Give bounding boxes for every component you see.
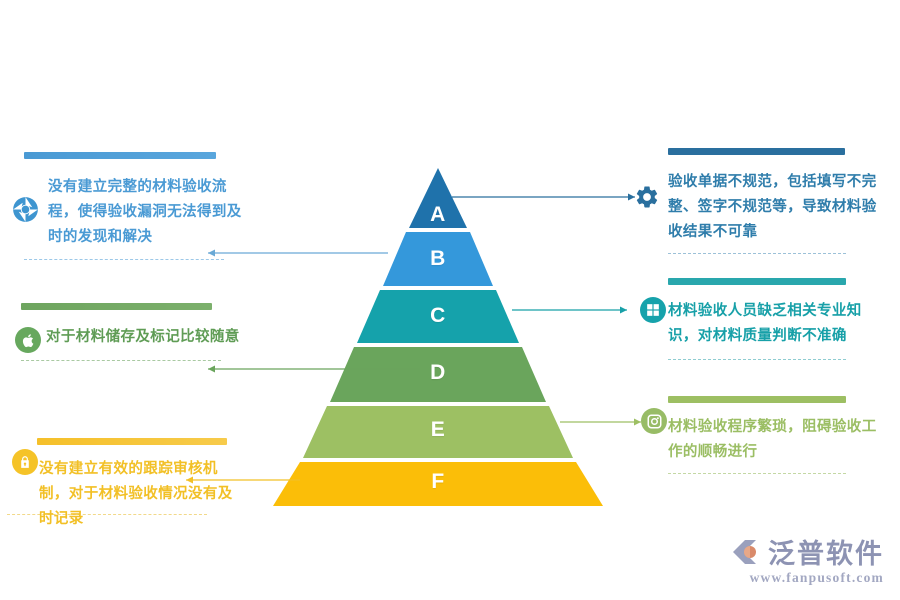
pyramid-label-e: E	[430, 418, 446, 441]
logo-main: 泛普软件	[730, 532, 884, 571]
pyramid-tier-d[interactable]	[330, 347, 546, 402]
pyramid-tier-c[interactable]	[357, 290, 519, 343]
right-block-procedure-divider	[668, 473, 846, 474]
left-block-tracking-text: 没有建立有效的跟踪审核机制，对于材料验收情况没有及时记录	[39, 461, 233, 527]
pyramid-label-b: B	[430, 247, 446, 270]
pyramid-tier-b[interactable]	[383, 232, 493, 286]
left-block-flow-text: 没有建立完整的材料验收流程，使得验收漏洞无法得到及时的发现和解决	[48, 179, 242, 245]
pyramid-label-f: F	[431, 470, 445, 493]
fanpusoft-logo: 泛普软件 www.fanpusoft.com	[730, 532, 884, 586]
pyramid-tier-a[interactable]	[409, 168, 467, 228]
logo-url: www.fanpusoft.com	[749, 570, 884, 585]
pyramid-diagram: A B C D E F	[268, 168, 608, 506]
pyramid-label-d: D	[430, 361, 446, 384]
left-block-tracking: 没有建立有效的跟踪审核机制，对于材料验收情况没有及时记录	[7, 438, 247, 527]
left-block-flow-divider	[24, 259, 224, 260]
camera-instagram-icon	[641, 408, 667, 434]
pyramid-label-c: C	[430, 304, 446, 327]
left-block-storage: 对于材料储存及标记比较随意	[21, 303, 306, 361]
pyramid-svg	[273, 168, 603, 506]
right-block-documents-text: 验收单据不规范，包括填写不完整、签字不规范等，导致材料验收结果不可靠	[668, 174, 877, 240]
pyramid-tier-f[interactable]	[273, 462, 603, 506]
pyramid-tier-e[interactable]	[303, 406, 573, 458]
windows-grid-icon	[640, 297, 666, 323]
lock-icon	[12, 449, 38, 475]
logo-mark-icon	[733, 539, 756, 564]
right-block-procedure-bar	[668, 396, 846, 403]
left-block-flow: 没有建立完整的材料验收流程，使得验收漏洞无法得到及时的发现和解决	[24, 152, 254, 260]
right-block-documents: 验收单据不规范，包括填写不完整、签字不规范等，导致材料验收结果不可靠	[668, 148, 890, 254]
right-block-procedure-text: 材料验收程序繁琐，阻碍验收工作的顺畅进行	[668, 419, 877, 460]
left-block-flow-bar	[24, 152, 216, 159]
right-block-procedure: 材料验收程序繁琐，阻碍验收工作的顺畅进行	[668, 396, 890, 474]
apple-icon	[15, 327, 41, 353]
gear-icon	[634, 184, 660, 215]
left-block-storage-divider	[21, 360, 221, 361]
aperture-icon	[12, 196, 39, 228]
right-block-knowledge-divider	[668, 359, 846, 360]
right-block-knowledge: 材料验收人员缺乏相关专业知识，对材料质量判断不准确	[668, 278, 890, 360]
left-block-tracking-divider	[7, 514, 207, 515]
right-block-documents-divider	[668, 253, 846, 254]
right-block-documents-bar	[668, 148, 845, 155]
left-block-tracking-bar	[37, 438, 227, 445]
left-block-storage-text: 对于材料储存及标记比较随意	[46, 329, 240, 345]
logo-title: 泛普软件	[768, 539, 884, 569]
right-block-knowledge-bar	[668, 278, 846, 285]
pyramid-label-a: A	[430, 203, 446, 226]
left-block-storage-bar	[21, 303, 212, 310]
right-block-knowledge-text: 材料验收人员缺乏相关专业知识，对材料质量判断不准确	[668, 303, 862, 344]
